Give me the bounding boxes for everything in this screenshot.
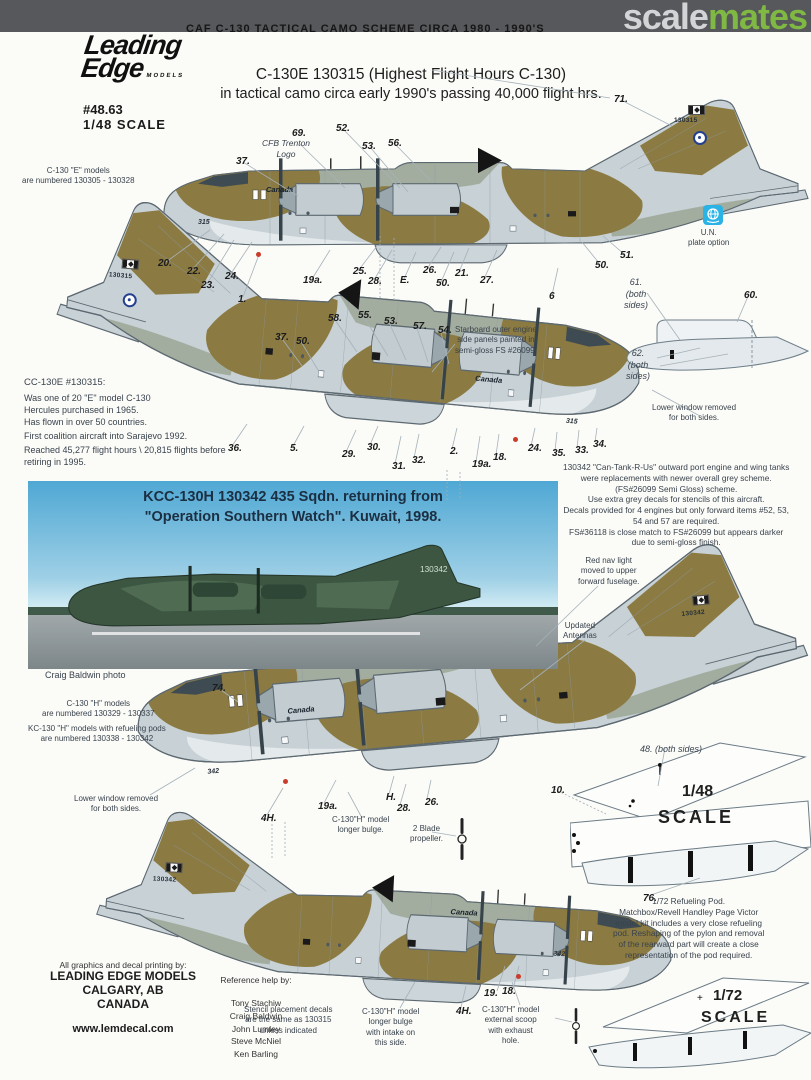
header-bar [0,0,811,32]
sheet-number: #48.63 [83,101,123,117]
reference-name: Tony Stachiw [230,998,282,1008]
photo-tail-number: 130342 [420,565,448,574]
scale-48-number: 1/48 [682,783,714,800]
company-name: LEADING EDGE MODELS [49,969,196,983]
nose-code: 315 [565,417,578,426]
callout-label: 36. [228,443,242,454]
photo-kcc130h: 130342 KCC-130H 130342 435 Sqdn. returni… [28,481,558,669]
annotation-text: Craig Baldwin photo [45,670,126,680]
reference-name: John Lumley [231,1023,281,1034]
website-link[interactable]: www.lemdecal.com [72,1023,174,1036]
reference-name: Ken Barling [234,1049,278,1059]
photo-caption-line1: KCC-130H 130342 435 Sqdn. returning from [143,489,443,505]
canada-wordmark: Canada [450,907,478,918]
reference-title: Reference help by: [220,975,292,985]
callout-label: 5. [290,443,299,454]
canada-flag-icon [688,105,705,115]
canada-wordmark: Canada [266,185,294,194]
svg-text:+: + [697,993,703,1004]
reference-name: Steve McNiel [230,1036,282,1047]
two-blade-propeller-drawing [455,818,469,865]
sheet-scale: 1/48 SCALE [83,116,166,132]
callout-label: 32. [412,455,426,466]
canada-flag-icon [691,594,710,606]
printing-credits: All graphics and decal printing by: LEAD… [28,960,218,1035]
scale-72-number: 1/72 [713,987,743,1004]
brand-block: Leading EdgeMODELS #48.63 1/48 SCALE [79,30,187,132]
scale-72-word: SCALE [701,1009,771,1026]
annotation-text: First coalition aircraft into Sarajevo 1… [24,431,188,441]
photo-runway-marking [91,632,421,635]
watermark-mates: mates [707,0,808,37]
callout-label: 19a. [472,459,492,470]
photo-aircraft: 130342 [68,544,481,627]
tail-number: 130342 [152,875,177,884]
annotation-text: Reached 45,277 flight hours \ 20,815 fli… [24,445,226,467]
callout-label: 31. [392,461,406,472]
printing-intro: All graphics and decal printing by: [59,960,187,970]
sheet-header-title: CAF C-130 TACTICAL CAMO SCHEME CIRCA 198… [186,23,545,35]
reference-name: Craig Baldwin [229,1010,283,1021]
refueling-pod-drawing-48: 1/48 SCALE [569,735,811,895]
photo-caption-line2: "Operation Southern Watch". Kuwait, 1998… [144,508,442,525]
title-line2: in tactical camo circa early 1990's pass… [220,86,602,102]
watermark-scale: scale [622,0,709,37]
callout-label: 28. [397,803,411,814]
company-country: CANADA [97,996,149,1011]
page-title: C-130E 130315 (Highest Flight Hours C-13… [168,66,654,102]
callout-label: 29. [342,449,356,460]
title-line1: C-130E 130315 (Highest Flight Hours C-13… [255,66,567,83]
scale-48-word: SCALE [658,807,735,827]
canada-flag-icon [121,258,140,270]
nose-code: 342 [553,950,566,959]
callout-label: 10. [551,785,565,796]
canada-flag-icon [165,862,183,874]
nose-code: 315 [198,219,210,226]
red-marker [516,974,521,979]
un-plate-icon [703,205,723,225]
nose-code: 342 [207,767,220,776]
company-city: CALGARY, AB [82,982,164,997]
red-marker [283,779,288,784]
callout-label: 26. [425,797,439,808]
two-blade-propeller-drawing [570,1008,582,1049]
refueling-pod-drawing-72: + 1/72 SCALE [585,965,811,1080]
photo-caption: KCC-130H 130342 435 Sqdn. returning from… [28,488,558,527]
red-marker [256,252,261,257]
fuel-tank-drawing [612,300,811,405]
red-marker [513,437,518,442]
tail-number: 130315 [674,117,698,124]
scalemates-watermark: scalemates [622,0,808,38]
roundel-icon [693,131,707,145]
